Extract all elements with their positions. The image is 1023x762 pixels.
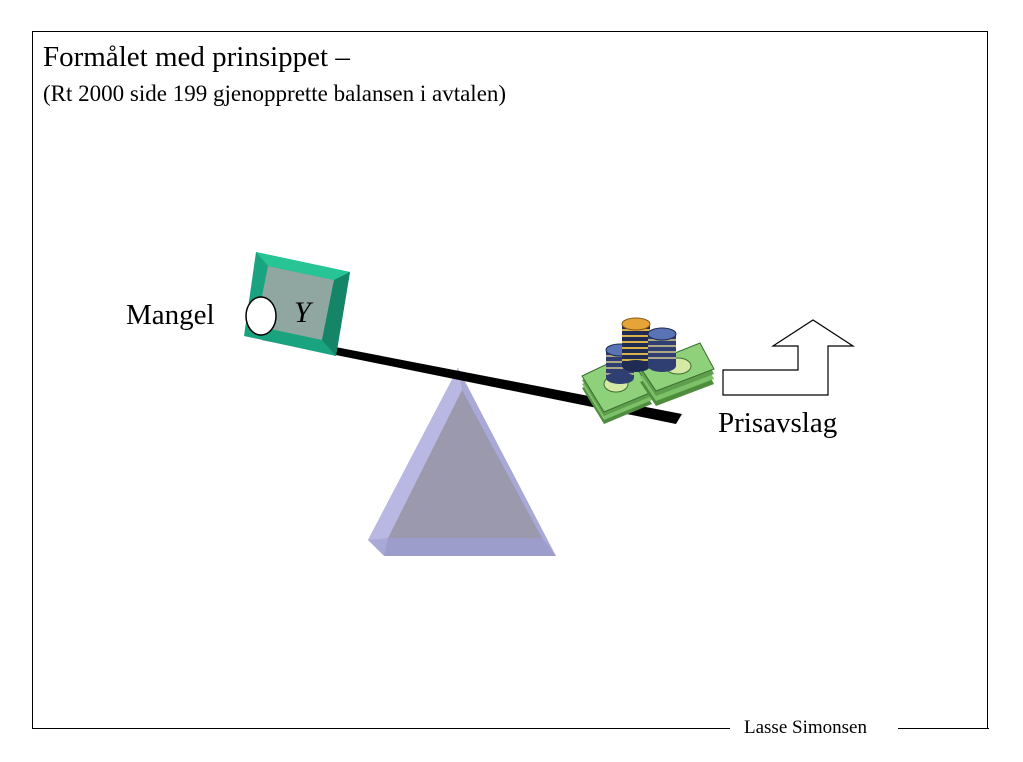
footer-rule-right bbox=[898, 728, 989, 729]
block-top-bevel bbox=[256, 252, 350, 280]
block-right-bevel bbox=[322, 272, 350, 356]
bill-stack-right bbox=[639, 342, 715, 406]
label-prisavslag: Prisavslag bbox=[718, 407, 838, 439]
coin-stack-right bbox=[647, 327, 677, 372]
fulcrum-bottom-bevel bbox=[384, 538, 556, 556]
slide-subtitle: (Rt 2000 side 199 gjenopprette balansen … bbox=[43, 81, 507, 106]
bent-up-arrow-icon bbox=[722, 319, 856, 396]
footer-author: Lasse Simonsen bbox=[744, 717, 867, 738]
slide-frame bbox=[32, 31, 988, 729]
seesaw-beam bbox=[262, 334, 682, 424]
footer-rule-left bbox=[32, 728, 730, 729]
fulcrum-left-bevel bbox=[368, 368, 462, 540]
fulcrum bbox=[368, 368, 556, 556]
coin-stack-middle bbox=[621, 317, 651, 372]
fulcrum-face bbox=[388, 390, 542, 538]
money-icon bbox=[581, 317, 715, 424]
defect-ellipse bbox=[245, 296, 277, 336]
slide-title: Formålet med prinsippet – bbox=[43, 41, 350, 73]
label-mangel: Mangel bbox=[126, 299, 215, 331]
block-letter: Y bbox=[294, 296, 311, 329]
